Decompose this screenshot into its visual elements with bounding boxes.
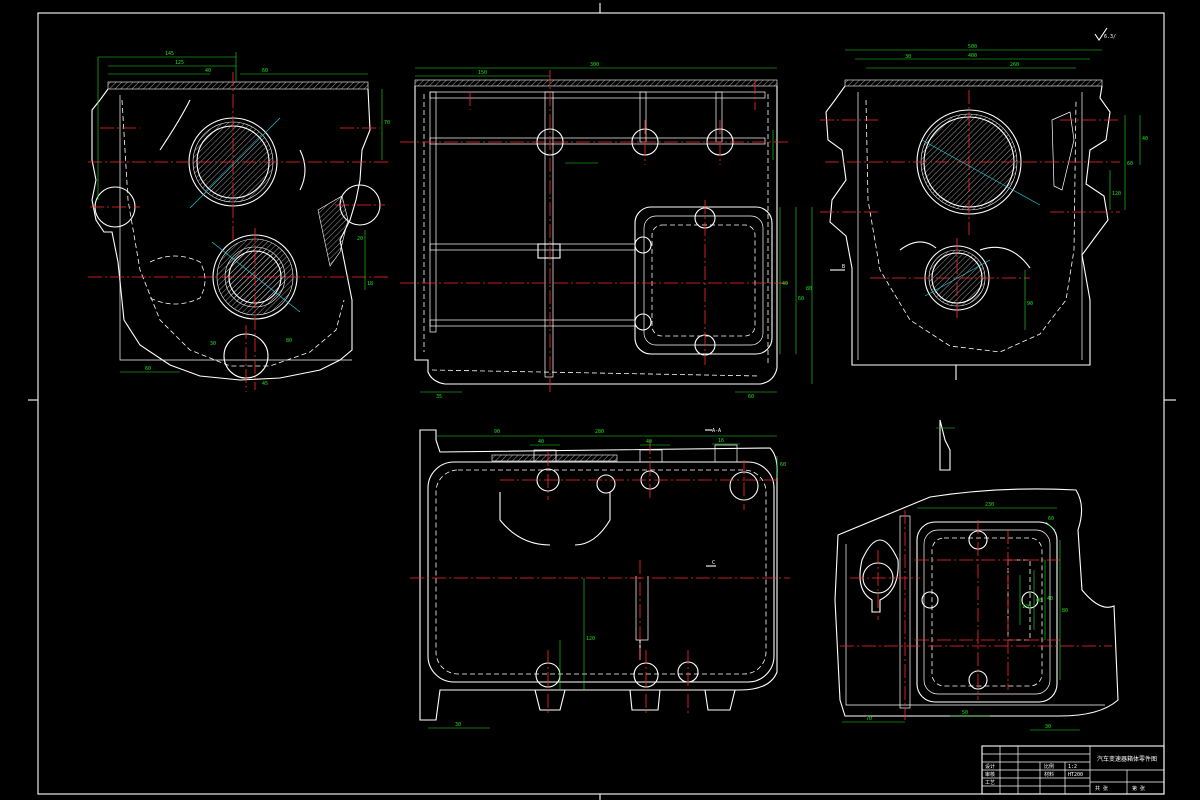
dim-detail-4: 60	[1036, 598, 1042, 604]
dim-bottom-2: 90	[494, 429, 500, 435]
title-block: 汽车变速器箱体零件图 设计 审核 工艺 比例 1:2 材料 HT200 共 张 …	[981, 745, 1165, 795]
bottom-view: 280 90 40 40 60 120 30 16	[410, 429, 790, 729]
dim-top-3: 40	[782, 281, 788, 287]
top-view: 300 150 40 60 35 60 80	[400, 62, 813, 400]
dim-detail-7: 50	[962, 710, 968, 716]
side-view: 500 400 260 60 40 120 90 30	[820, 44, 1148, 380]
dim-detail-6: 70	[866, 716, 872, 722]
section-label-a: A-A	[712, 428, 721, 434]
dim-detail-8: 30	[1045, 724, 1051, 730]
title-cell-2: 工艺	[985, 780, 995, 786]
dim-side-4: 60	[1127, 161, 1133, 167]
roughness-symbol: 6.3/	[1094, 27, 1116, 41]
dim-front-6: 60	[145, 366, 151, 372]
dim-side-7: 90	[1027, 301, 1033, 307]
dim-detail-3: 40	[1047, 596, 1053, 602]
section-label-c: C	[712, 560, 715, 566]
dim-front-8: 20	[357, 236, 363, 242]
dim-front-11: 80	[286, 338, 292, 344]
title-block-title: 汽车变速器箱体零件图	[1097, 755, 1157, 763]
dim-top-7: 80	[806, 286, 812, 292]
title-cell-6: HT200	[1068, 772, 1083, 778]
dim-side-6: 120	[1112, 191, 1121, 197]
dim-detail-5: 120	[1022, 604, 1031, 610]
dim-top-1: 300	[590, 62, 599, 68]
dim-top-4: 60	[798, 296, 804, 302]
dim-front-9: 30	[210, 341, 216, 347]
dim-front-5: 70	[384, 120, 390, 126]
dim-bottom-6: 120	[586, 636, 595, 642]
title-cell-1: 审核	[985, 771, 995, 778]
dim-side-8: 30	[905, 54, 911, 60]
dim-top-5: 35	[436, 394, 442, 400]
dim-front-10: 45	[262, 381, 268, 387]
dim-front-4: 60	[262, 68, 268, 74]
dim-detail-1: 230	[985, 502, 994, 508]
detail-view: 230 80 40 60 120 70 50 30 60	[834, 419, 1119, 731]
dim-front-1: 145	[165, 51, 174, 57]
dim-bottom-5: 60	[780, 462, 786, 468]
dim-bottom-1: 280	[595, 429, 604, 435]
front-view: 145 125 40 60 70 60 18 20 30 45 80	[88, 51, 390, 392]
dim-front-3: 40	[205, 68, 211, 74]
title-cell-3: 比例	[1044, 763, 1054, 770]
dim-top-2: 150	[478, 70, 487, 76]
dim-side-1: 500	[968, 44, 977, 50]
title-cell-0: 设计	[985, 763, 995, 770]
dim-front-7: 18	[367, 281, 373, 287]
dim-bottom-4: 40	[646, 439, 652, 445]
dim-bottom-7: 30	[455, 722, 461, 728]
drawing-frame	[28, 3, 1176, 800]
dim-side-2: 400	[968, 53, 977, 59]
dim-front-2: 125	[175, 60, 184, 66]
dim-detail-9: 60	[1048, 516, 1054, 522]
title-cell-8: 第 张	[1132, 785, 1145, 792]
dim-bottom-8: 16	[718, 438, 724, 444]
section-label-b: B	[842, 264, 845, 270]
dim-bottom-3: 40	[538, 439, 544, 445]
title-cell-5: 材料	[1044, 771, 1054, 778]
title-cell-7: 共 张	[1095, 785, 1108, 792]
dim-side-3: 260	[1010, 62, 1019, 68]
title-cell-4: 1:2	[1068, 764, 1077, 770]
dim-detail-2: 80	[1062, 608, 1068, 614]
dim-side-5: 40	[1142, 136, 1148, 142]
section-markers: A-A B C	[705, 264, 845, 567]
dim-top-6: 60	[748, 394, 754, 400]
roughness-note: 6.3/	[1104, 34, 1116, 40]
